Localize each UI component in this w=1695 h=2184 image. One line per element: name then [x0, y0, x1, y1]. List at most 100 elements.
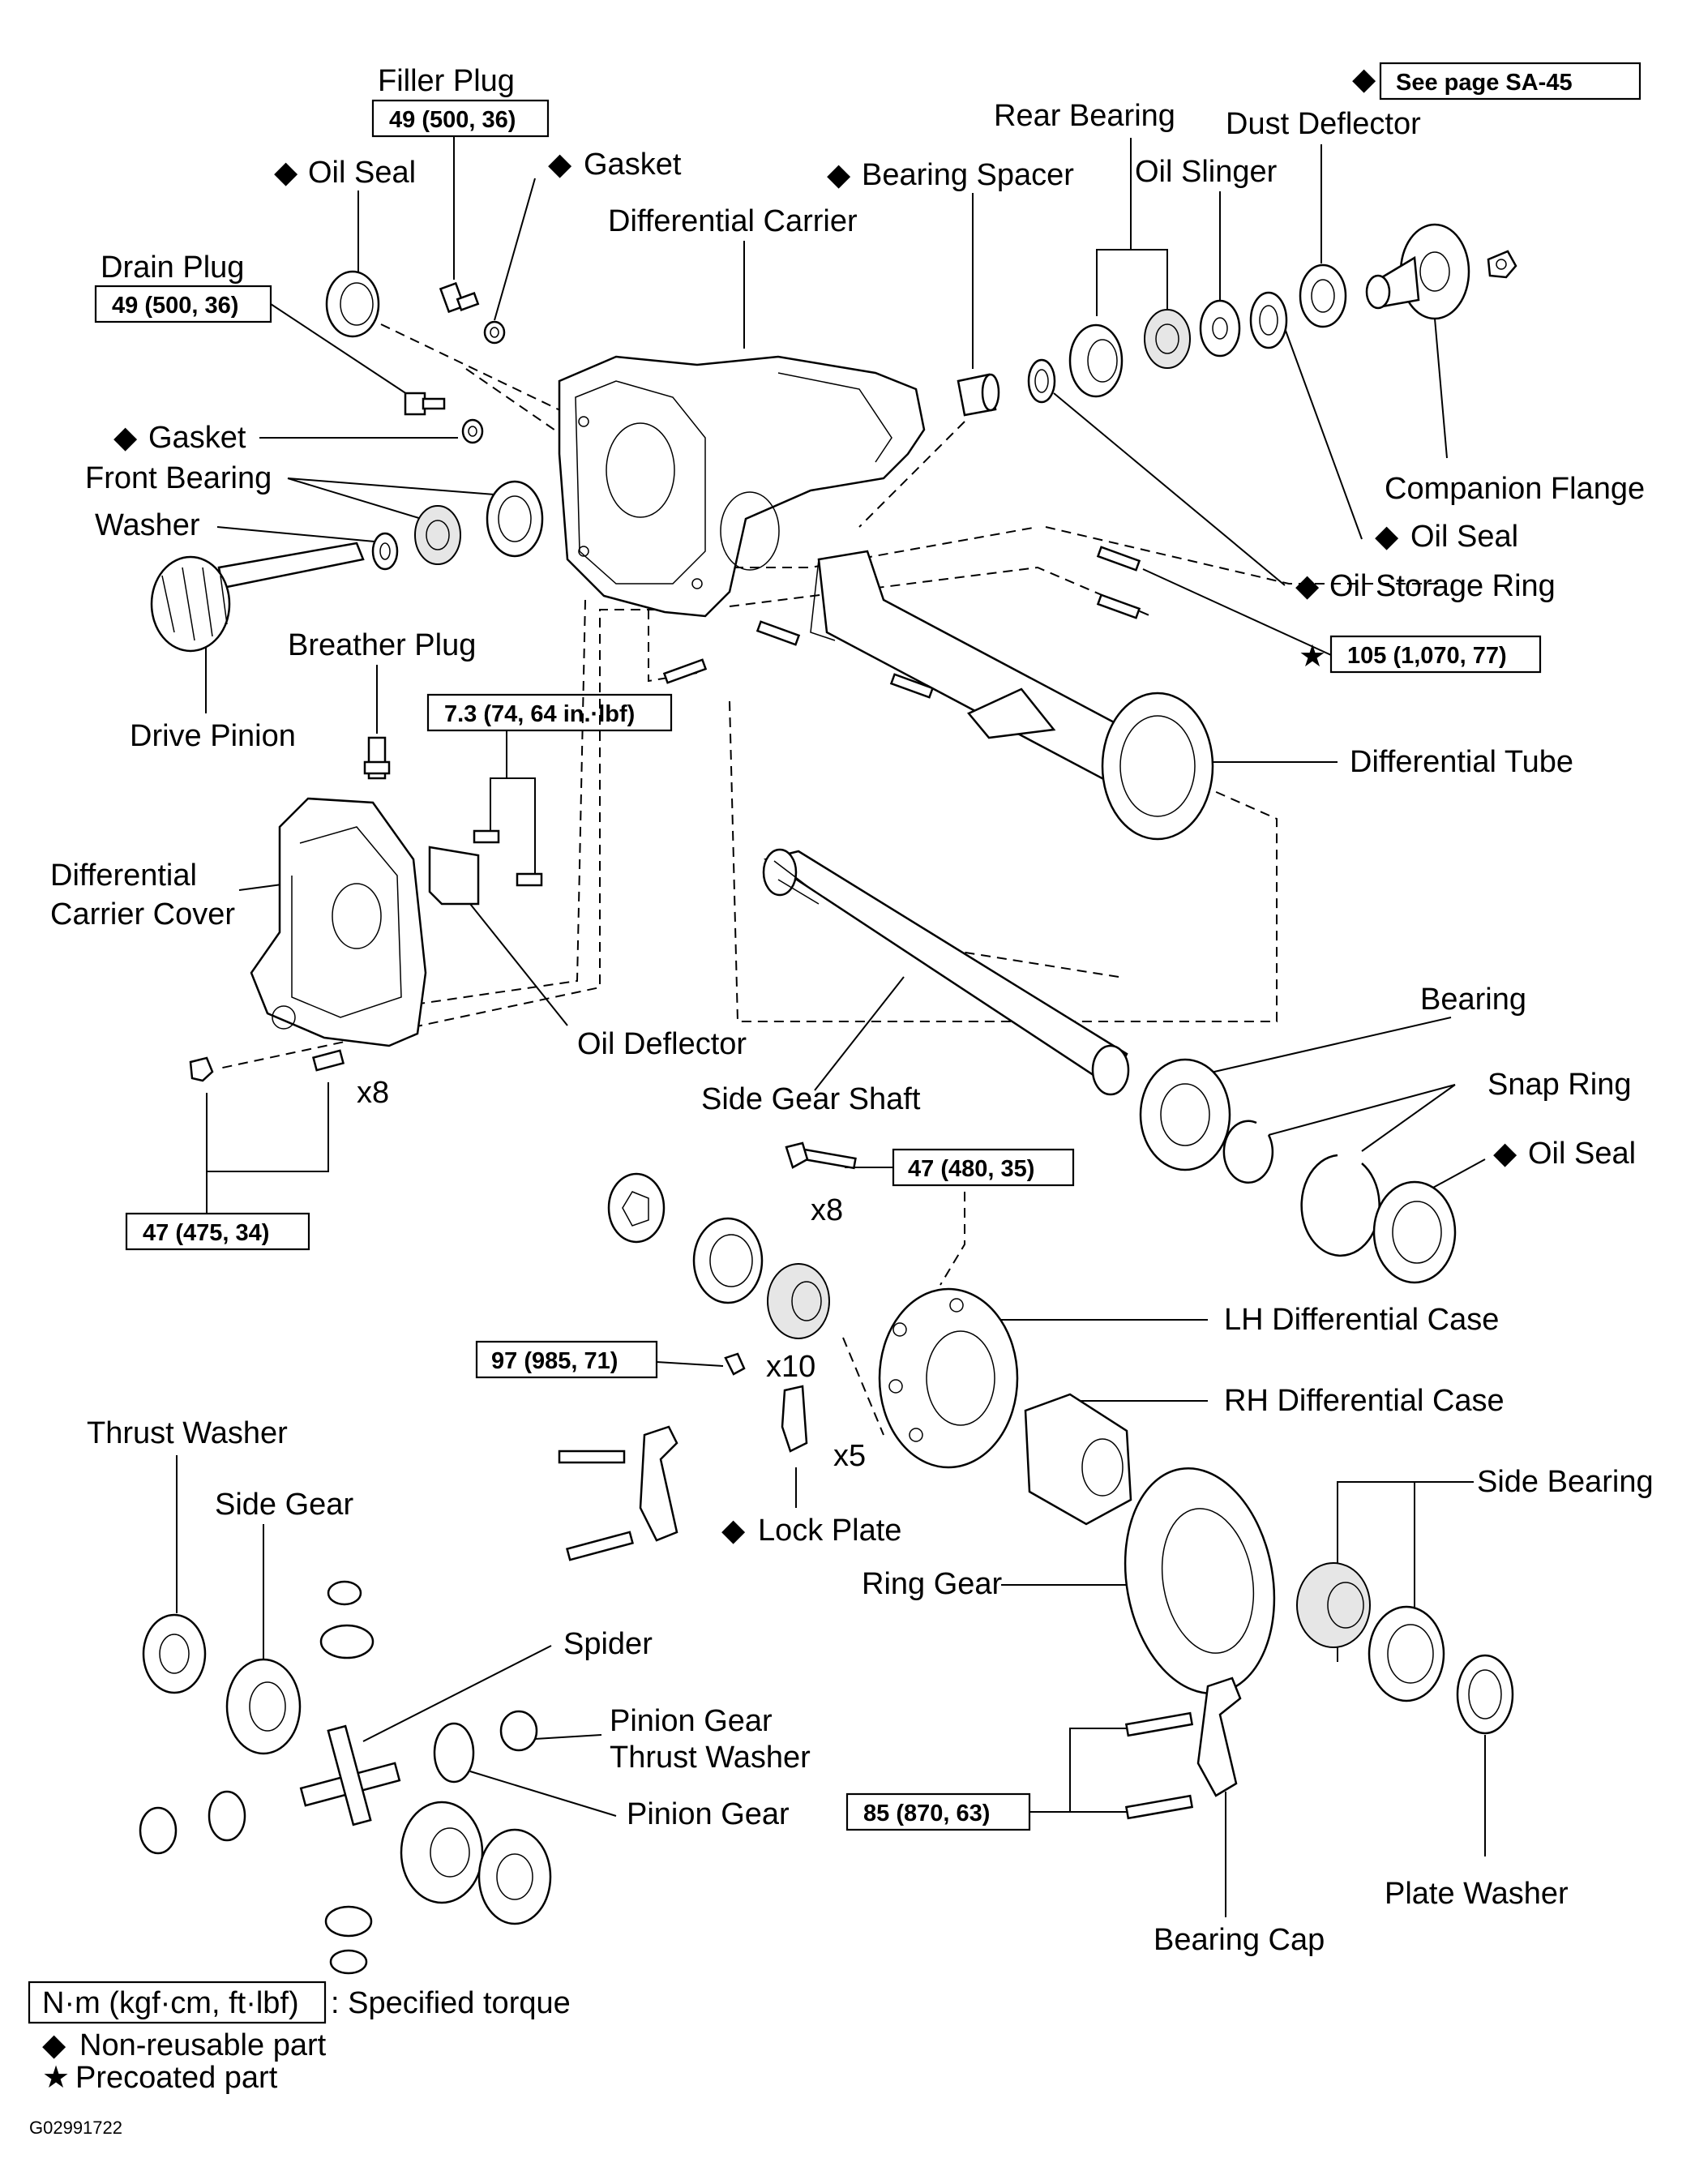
label-breather-plug: Breather Plug [288, 628, 476, 662]
label-drive-pinion: Drive Pinion [130, 719, 296, 753]
side-gear [225, 1658, 302, 1755]
label-oil-seal-right: Oil Seal [1410, 520, 1518, 554]
spider [299, 1724, 401, 1826]
cover-bolt [311, 1049, 345, 1072]
oil-deflector-torque: 7.3 (74, 64 in.·lbf) [444, 701, 635, 727]
label-pinion-gear: Pinion Gear [627, 1797, 790, 1831]
filler-plug-torque: 49 (500, 36) [389, 107, 516, 133]
bearing-spacer-symbol: ◆ [827, 158, 851, 192]
oil-slinger [1199, 299, 1241, 358]
precoated-symbol: ★ [1299, 640, 1326, 674]
cover-bolts [473, 829, 543, 887]
pinion-gear [433, 1722, 475, 1784]
label-bearing: Bearing [1420, 983, 1526, 1017]
legend-torque-desc: : Specified torque [331, 1986, 571, 2020]
ring-gear [1124, 1467, 1276, 1695]
bearing-cap-torque: 85 (870, 63) [863, 1801, 990, 1826]
legend-precoated: Precoated part [75, 2061, 278, 2095]
dust-deflector [1299, 263, 1347, 328]
legend-torque-unit: N·m (kgf·cm, ft·lbf) [42, 1986, 299, 2020]
bearing-cap [1196, 1677, 1242, 1797]
label-snap-ring: Snap Ring [1487, 1068, 1631, 1102]
oil-seal-top-symbol: ◆ [274, 156, 298, 190]
bearing-race-right [1368, 1605, 1445, 1702]
label-companion-flange: Companion Flange [1385, 472, 1645, 506]
label-gasket-top: Gasket [584, 148, 682, 182]
tube-torque: 105 (1,070, 77) [1347, 643, 1507, 669]
filler-plug [439, 281, 480, 314]
label-lock-plate: Lock Plate [758, 1514, 901, 1548]
thrust-washer-upper [607, 1172, 666, 1244]
label-gasket-mid: Gasket [148, 421, 246, 455]
label-plate-washer: Plate Washer [1385, 1877, 1569, 1911]
legend-non-reusable: Non-reusable part [79, 2028, 327, 2062]
label-oil-seal-top: Oil Seal [308, 156, 416, 190]
label-differential-carrier: Differential Carrier [608, 204, 858, 238]
drive-pinion [150, 542, 365, 653]
legend-torque-box [28, 1981, 327, 2024]
side-bearing-left [767, 1263, 830, 1339]
label-side-bearing: Side Bearing [1477, 1465, 1654, 1499]
lock-plate-symbol: ◆ [721, 1514, 746, 1548]
oil-deflector [428, 846, 480, 906]
qty-x5: x5 [833, 1439, 866, 1473]
lock-plate-bolt-torque-box [475, 1340, 658, 1379]
label-ring-gear: Ring Gear [862, 1567, 1003, 1601]
oil-storage-ring [1027, 358, 1056, 404]
breather-plug [363, 736, 391, 780]
left-cap-bolts [558, 1450, 634, 1561]
snap-ring-small [1222, 1120, 1274, 1184]
label-bearing-cap: Bearing Cap [1154, 1923, 1325, 1957]
plate-washer [1456, 1654, 1514, 1735]
label-carrier-cover-1: Differential [50, 859, 197, 893]
lock-plate-bolt-torque: 97 (985, 71) [491, 1348, 618, 1374]
lh-case-torque-box [892, 1148, 1075, 1187]
differential-tube [810, 550, 1214, 841]
left-bearing-cap [639, 1425, 678, 1542]
flange-nut [1487, 250, 1517, 279]
label-side-gear: Side Gear [215, 1488, 353, 1522]
label-thrust-washer: Thrust Washer [87, 1416, 288, 1450]
label-front-bearing: Front Bearing [85, 461, 272, 495]
bearing [1139, 1058, 1231, 1171]
legend-non-reusable-symbol: ◆ [42, 2028, 66, 2062]
oil-seal-right [1249, 291, 1288, 349]
label-lh-diff-case: LH Differential Case [1224, 1303, 1499, 1337]
see-page-text: See page SA-45 [1396, 70, 1573, 96]
tube-torque-box [1329, 635, 1542, 674]
label-oil-seal-lower: Oil Seal [1528, 1137, 1636, 1171]
label-rh-diff-case: RH Differential Case [1224, 1384, 1505, 1418]
figure-code: G02991722 [29, 2118, 122, 2138]
thrust-washer-lower [477, 1828, 552, 1925]
rear-bearing [1068, 309, 1191, 398]
oil-seal-right-symbol: ◆ [1375, 520, 1399, 554]
filler-plug-torque-box [371, 99, 550, 138]
side-gear-shaft [762, 848, 1130, 1096]
washer [371, 532, 399, 571]
drain-plug-torque: 49 (500, 36) [112, 293, 238, 319]
label-bearing-spacer: Bearing Spacer [862, 158, 1074, 192]
front-bearing [414, 480, 544, 565]
lh-differential-case [878, 1287, 1019, 1469]
drain-plug-torque-box [94, 285, 272, 323]
qty-x8-cover: x8 [357, 1076, 389, 1110]
lock-plate-bolt [724, 1352, 746, 1376]
label-drain-plug: Drain Plug [101, 251, 244, 285]
tube-bolts [662, 546, 1141, 699]
carrier-cover-torque-box [125, 1212, 310, 1251]
oil-storage-ring-symbol: ◆ [1295, 569, 1320, 603]
bearing-race [692, 1217, 764, 1304]
label-side-gear-shaft: Side Gear Shaft [701, 1082, 921, 1116]
label-carrier-cover-2: Carrier Cover [50, 897, 235, 931]
qty-x8-lh-case: x8 [811, 1193, 843, 1227]
oil-deflector-torque-box [426, 693, 673, 732]
gasket-top [483, 320, 506, 345]
oil-seal-lower-symbol: ◆ [1493, 1137, 1517, 1171]
non-reusable-symbol: ◆ [1352, 62, 1376, 96]
label-filler-plug: Filler Plug [378, 64, 515, 98]
side-bearing-right [1296, 1562, 1371, 1648]
pinion-gear-thrust-washer [499, 1710, 538, 1752]
gasket-top-symbol: ◆ [548, 148, 572, 182]
oil-seal-top [325, 270, 380, 338]
